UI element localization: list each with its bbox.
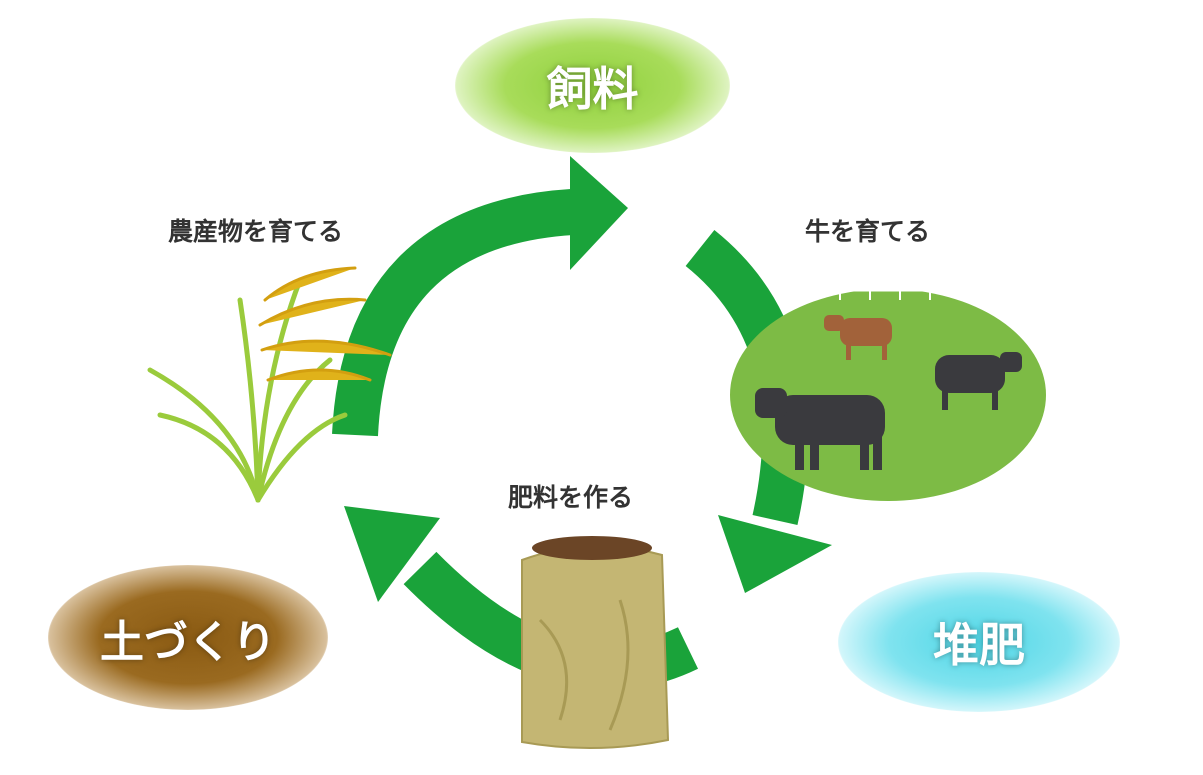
node-soil: 土づくり [48,565,328,710]
fertilizer-bag-illustration [521,536,670,750]
black-cow-icon [755,352,1022,470]
arrow-crops-to-feed [332,156,628,437]
node-soil-label: 土づくり [100,616,276,668]
step-make-fertilizer-label: 肥料を作る [508,483,634,512]
brown-cow-icon [824,315,892,360]
node-feed-label: 飼料 [546,61,639,116]
step-raise-cattle-label: 牛を育てる [805,217,931,246]
node-feed: 飼料 [455,18,730,153]
step-raise-crops-label: 農産物を育てる [168,217,344,246]
node-compost: 堆肥 [838,572,1120,712]
rice-plant-illustration [147,266,392,503]
pasture-illustration [730,285,1046,501]
node-compost-label: 堆肥 [933,618,1025,672]
